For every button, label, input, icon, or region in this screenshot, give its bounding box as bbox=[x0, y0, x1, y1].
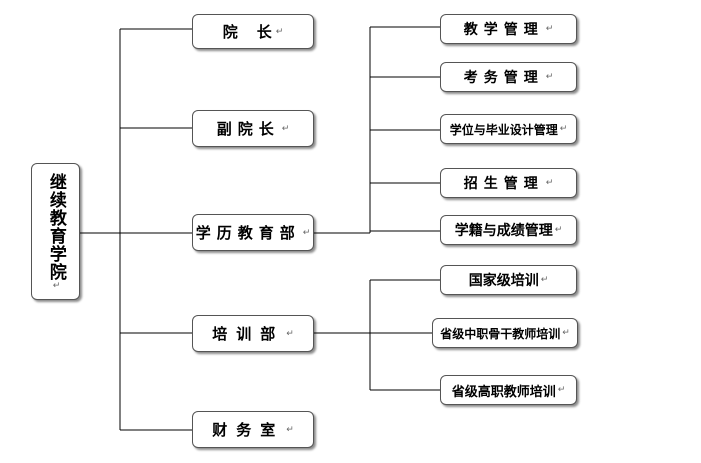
paragraph-mark-icon: ↵ bbox=[545, 24, 554, 34]
node-academic-dept: 学历教育部 ↵ bbox=[192, 214, 314, 251]
node-label: 学籍与成绩管理 bbox=[454, 223, 553, 239]
node-label: 培训部 bbox=[212, 325, 285, 343]
node-label: 学位与毕业设计管理 bbox=[449, 122, 558, 137]
paragraph-mark-icon: ↵ bbox=[275, 26, 284, 37]
node-finance-office: 财务室 ↵ bbox=[192, 411, 314, 448]
node-degree-thesis-mgmt: 学位与毕业设计管理 ↵ bbox=[440, 114, 577, 144]
paragraph-mark-icon: ↵ bbox=[557, 385, 566, 395]
node-label: 财务室 bbox=[212, 421, 285, 439]
node-exam-mgmt: 考务管理 ↵ bbox=[440, 62, 577, 92]
node-dean: 院 长 ↵ bbox=[192, 14, 314, 49]
paragraph-mark-icon: ↵ bbox=[559, 124, 568, 134]
node-label: 院 长 bbox=[222, 23, 274, 41]
node-teaching-mgmt: 教学管理 ↵ bbox=[440, 14, 577, 44]
paragraph-mark-icon: ↵ bbox=[286, 328, 294, 339]
node-label: 副院长 bbox=[216, 120, 280, 138]
paragraph-mark-icon: ↵ bbox=[281, 123, 290, 134]
node-label: 省级中职骨干教师培训 bbox=[440, 326, 561, 341]
node-label: 国家级培训 bbox=[468, 273, 539, 289]
paragraph-mark-icon: ↵ bbox=[562, 328, 570, 338]
paragraph-mark-icon: ↵ bbox=[554, 225, 563, 235]
node-enrollment-mgmt: 招生管理 ↵ bbox=[440, 168, 577, 198]
node-label: 学历教育部 bbox=[195, 224, 301, 242]
node-vice-dean: 副院长 ↵ bbox=[192, 110, 314, 147]
paragraph-mark-icon: ↵ bbox=[302, 227, 311, 238]
paragraph-mark-icon: ↵ bbox=[545, 72, 554, 82]
paragraph-mark-icon: ↵ bbox=[286, 424, 294, 435]
node-records-grades-mgmt: 学籍与成绩管理 ↵ bbox=[440, 215, 577, 245]
root-label: 继续教育学院 bbox=[45, 172, 66, 281]
root-node: 继续教育学院 ↵ bbox=[31, 163, 80, 300]
node-provincial-higher-vocational: 省级高职教师培训 ↵ bbox=[440, 375, 577, 405]
node-national-training: 国家级培训 ↵ bbox=[440, 265, 577, 295]
paragraph-mark-icon: ↵ bbox=[540, 275, 549, 285]
paragraph-mark-icon: ↵ bbox=[545, 178, 554, 188]
node-label: 教学管理 bbox=[463, 22, 544, 38]
node-training-dept: 培训部 ↵ bbox=[192, 315, 314, 352]
node-label: 考务管理 bbox=[463, 70, 544, 86]
node-label: 省级高职教师培训 bbox=[451, 384, 556, 400]
node-label: 招生管理 bbox=[463, 176, 544, 192]
node-provincial-vocational-backbone: 省级中职骨干教师培训 ↵ bbox=[432, 318, 578, 348]
paragraph-mark-icon: ↵ bbox=[52, 280, 61, 291]
